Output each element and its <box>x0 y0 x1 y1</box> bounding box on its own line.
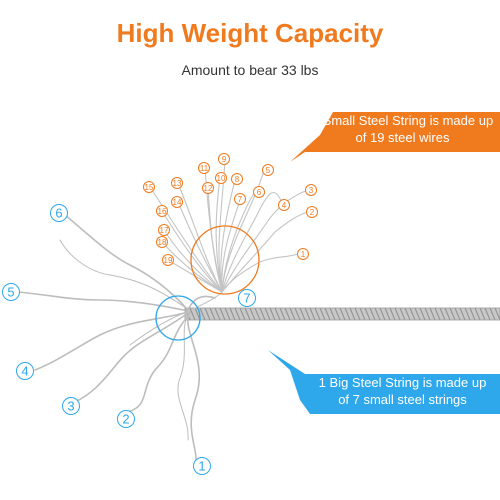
small-wire-label-9: 9 <box>222 155 227 164</box>
small-wire-label-3: 3 <box>309 186 314 195</box>
big-string-callout-line2: of 7 small steel strings <box>338 392 467 407</box>
big-string-label-6: 6 <box>55 206 62 221</box>
small-wire-label-9-circle <box>218 153 230 165</box>
small-string-callout-banner <box>290 112 500 162</box>
small-string-highlight-circle <box>190 225 260 295</box>
small-wire-label-7: 7 <box>238 195 243 204</box>
small-wire-label-19-circle <box>162 254 174 266</box>
big-string-label-7-circle <box>238 289 256 307</box>
big-string-callout-banner <box>268 350 500 414</box>
small-wire-label-13-circle <box>171 177 183 189</box>
small-wire-label-1: 1 <box>301 250 306 259</box>
page-title: High Weight Capacity <box>116 18 384 48</box>
big-string-highlight-circle <box>155 295 201 341</box>
small-wire-label-7-circle <box>234 193 246 205</box>
small-wire-label-6: 6 <box>257 188 262 197</box>
big-string-callout-line1: 1 Big Steel String is made up <box>318 375 487 390</box>
big-string-callout: 1 Big Steel String is made up of 7 small… <box>305 374 500 414</box>
big-string-label-5-circle <box>2 283 20 301</box>
small-wire-label-17: 17 <box>160 226 169 235</box>
small-wire-label-8: 8 <box>235 175 240 184</box>
small-wire-label-6-circle <box>253 186 265 198</box>
small-wire-label-15-circle <box>143 181 155 193</box>
page-subtitle: Amount to bear 33 lbs <box>181 62 319 78</box>
small-wire-label-11-circle <box>198 162 210 174</box>
big-string-label-3-circle <box>62 397 80 415</box>
small-wire-label-18-circle <box>156 236 168 248</box>
small-wire-label-14-circle <box>171 196 183 208</box>
small-wire-label-3-circle <box>305 184 317 196</box>
steel-cable <box>184 307 500 321</box>
small-string-callout-line2: of 19 steel wires <box>355 130 450 145</box>
small-wire-label-4-circle <box>278 199 290 211</box>
big-string-label-2-circle <box>117 410 135 428</box>
big-string-label-3: 3 <box>67 399 74 414</box>
small-wire-label-5: 5 <box>266 166 271 175</box>
big-string-label-4: 4 <box>21 364 28 379</box>
small-wire-label-2-circle <box>306 206 318 218</box>
small-string-callout: 1 Small Steel String is made up of 19 st… <box>305 112 500 152</box>
big-string-number-badges: 1 2 3 4 5 6 7 <box>2 204 256 475</box>
small-wire-label-16: 16 <box>158 207 167 216</box>
small-wire-label-5-circle <box>262 164 274 176</box>
small-wire-label-2: 2 <box>310 208 315 217</box>
small-wire-label-14: 14 <box>173 198 182 207</box>
big-string-label-2: 2 <box>122 412 129 427</box>
small-wire-label-19: 19 <box>164 256 173 265</box>
big-string-label-7: 7 <box>243 291 250 306</box>
small-wire-label-12-circle <box>202 182 214 194</box>
small-wire-label-15: 15 <box>145 183 154 192</box>
small-wire-label-8-circle <box>231 173 243 185</box>
small-string-callout-line1: 1 Small Steel String is made up <box>311 113 494 128</box>
small-wire-label-18: 18 <box>158 238 167 247</box>
small-wire-label-4: 4 <box>282 201 287 210</box>
small-wire-label-11: 11 <box>200 164 209 173</box>
small-wire-label-10-circle <box>215 172 227 184</box>
small-wire-label-17-circle <box>158 224 170 236</box>
small-wire-label-13: 13 <box>173 179 182 188</box>
big-string-label-1: 1 <box>198 459 205 474</box>
small-wire-label-12: 12 <box>204 184 213 193</box>
big-strings <box>17 214 216 463</box>
big-string-label-6-circle <box>50 204 68 222</box>
big-string-label-1-circle <box>193 457 211 475</box>
big-string-label-4-circle <box>16 362 34 380</box>
big-string-label-5: 5 <box>7 285 14 300</box>
small-wire-label-1-circle <box>297 248 309 260</box>
small-wire-label-16-circle <box>156 205 168 217</box>
small-wire-label-10: 10 <box>217 174 226 183</box>
